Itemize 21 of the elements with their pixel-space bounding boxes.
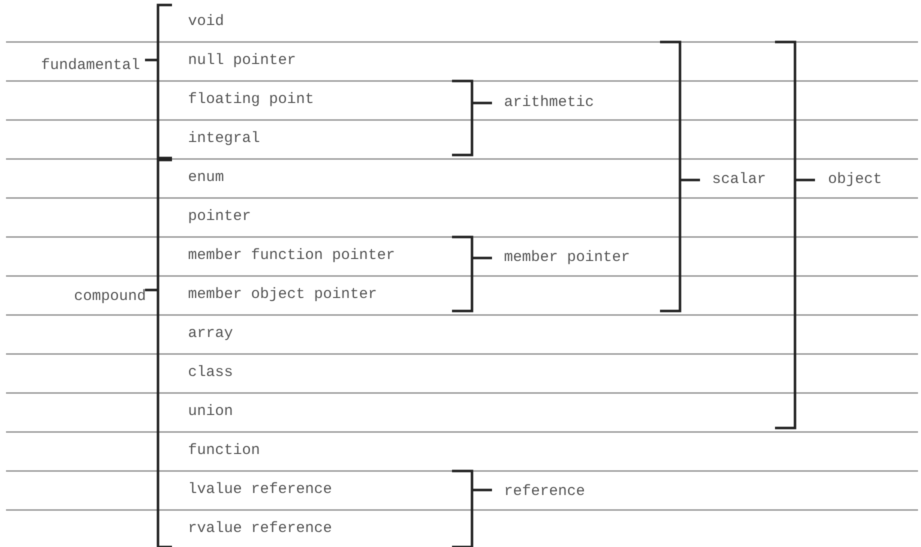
category-label: null pointer [188,51,296,71]
category-label: arithmetic [504,93,594,113]
category-label: union [188,402,234,422]
category-label: member function pointer [188,246,396,266]
category-label: member pointer [504,248,630,268]
category-label: array [188,324,234,344]
category-label: compound [74,287,146,307]
category-label: pointer [188,207,252,227]
category-label: rvalue reference [188,519,332,539]
category-label: class [188,363,234,383]
category-label: floating point [188,90,314,110]
category-label: reference [504,482,586,502]
category-label: enum [188,168,224,188]
category-label: fundamental [41,56,140,76]
category-label: integral [188,129,260,149]
category-label: lvalue reference [188,480,332,500]
category-label: member object pointer [188,285,378,305]
category-label: object [828,170,882,190]
category-label: scalar [712,170,766,190]
category-label: void [188,12,224,32]
category-label: function [188,441,260,461]
